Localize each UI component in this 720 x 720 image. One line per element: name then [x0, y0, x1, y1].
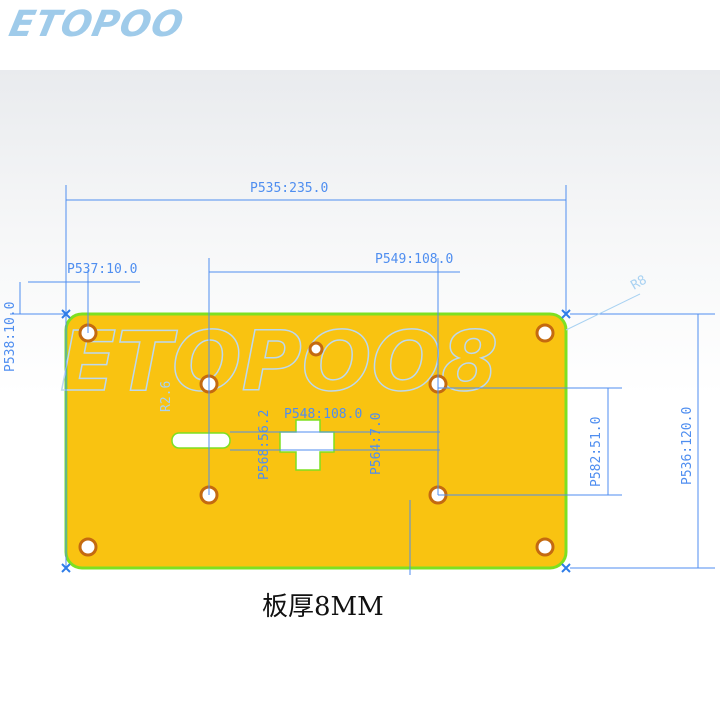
- dim-cross-width: P564:7.0: [369, 412, 384, 475]
- hole: [308, 341, 324, 357]
- dim-slot-radius: R2.6: [159, 381, 174, 412]
- drawing-line: [561, 563, 571, 573]
- slot: [171, 432, 231, 449]
- drawing-line: [10, 185, 715, 575]
- hole: [535, 323, 555, 343]
- drawing-line: [61, 563, 71, 573]
- dim-edge-offset-y: P538:10.0: [3, 302, 18, 372]
- drawing-line: [565, 293, 641, 331]
- dim-overall-height: P536:120.0: [680, 407, 695, 485]
- dim-cross-offset: P548:108.0: [284, 407, 362, 422]
- corner-markers: [61, 309, 571, 573]
- mounting-holes: [78, 323, 555, 557]
- dim-overall-width: P535:235.0: [250, 181, 328, 196]
- watermark: ETOPOO8: [60, 315, 498, 410]
- hole: [535, 537, 555, 557]
- plate-thickness-label: 板厚8MM: [262, 592, 384, 622]
- drawing-line: [561, 309, 571, 319]
- dim-corner-radius: R8: [629, 273, 650, 294]
- dim-hole-spacing-y: P582:51.0: [589, 417, 604, 487]
- dim-slot-height: P568:56.2: [257, 410, 272, 480]
- hole: [78, 537, 98, 557]
- dim-edge-offset-x: P537:10.0: [67, 262, 137, 277]
- dim-hole-spacing-x: P549:108.0: [375, 252, 453, 267]
- drawing-line: [61, 309, 71, 319]
